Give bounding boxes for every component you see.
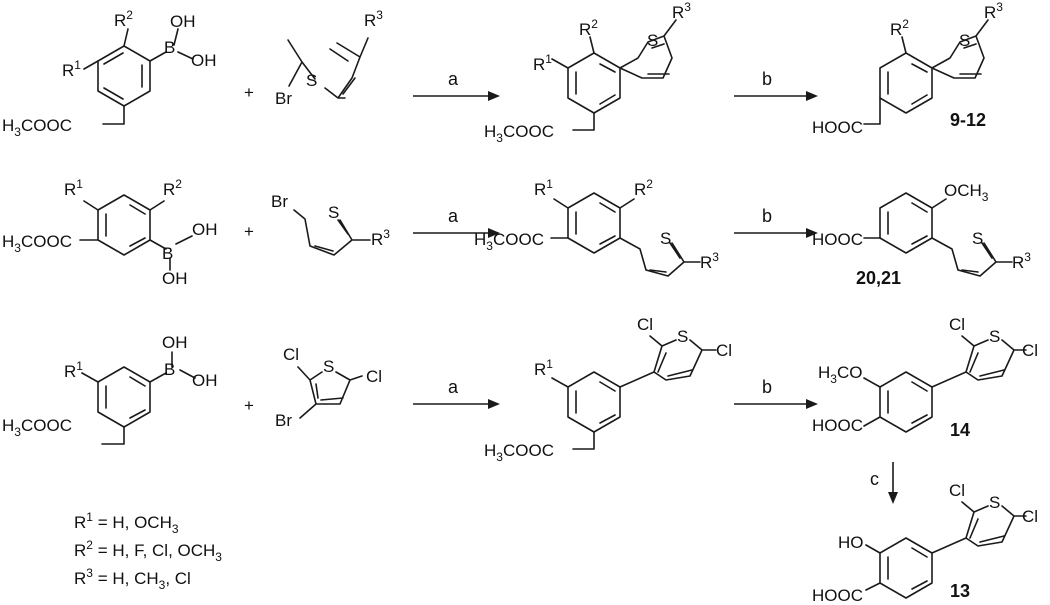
condition-a: a [448,206,459,226]
row2-coupled-ester: R1 R2 S R3 H3COOC [474,177,719,277]
r2-label: R2 [163,177,182,199]
bromine-label: Br [271,192,288,211]
oh-label: OH [191,51,217,70]
row1-coupled-ester: R2 R1 S R3 H3COOC [484,0,691,145]
boron-label: B [162,244,173,263]
sulfur-label: S [972,229,983,248]
compound-label: 9-12 [950,110,986,130]
row3-coupled-ester: R1 Cl S Cl H3COOC [484,315,732,464]
row4-acid-product-13: HO Cl S Cl HOOC 13 [812,481,1038,605]
row2-bromothiophene: Br S R3 [271,192,390,256]
boron-label: B [164,38,175,57]
row1-bromothiophene: S Br R3 [275,8,383,108]
chlorine-label: Cl [1022,341,1038,360]
oh-label: OH [192,220,218,239]
condition-a: a [448,377,459,397]
oh-label: OH [162,269,188,288]
sulfur-label: S [660,229,671,248]
arrow-c: c [870,462,898,504]
chlorine-label: Cl [283,345,299,364]
chlorine-label: Cl [716,341,732,360]
r1-label: R1 [64,177,83,199]
ester-label: H3COOC [474,230,544,253]
r1-label: R1 [534,177,553,199]
plus-sign: + [244,222,254,241]
ester-label: H3COOC [2,232,72,255]
ester-label: H3COOC [2,416,72,439]
sulfur-label: S [677,327,688,346]
condition-b: b [762,69,772,89]
row2-acid-product: OCH3 S R3 HOOC 20,21 [812,181,1031,288]
row1-boronic-acid: R2 R1 B OH OH H3COOC [2,8,217,139]
r1-label: R1 [533,52,552,74]
row2-boronic-acid: R1 R2 B OH OH H3COOC [2,177,218,288]
row1-acid-product: R2 S R3 HOOC 9-12 [812,0,1003,137]
bromine-label: Br [275,411,292,430]
arrow-a-row2: a [413,206,500,238]
r3-label: R3 [364,8,383,30]
r3-label: R3 [700,250,719,272]
r2-label: R2 [114,8,133,30]
ester-label: H3COOC [484,441,554,464]
compound-label: 13 [950,581,970,601]
oh-label: OH [192,371,218,390]
r1-label: R1 [64,359,83,381]
arrow-b-row2: b [734,206,818,238]
arrow-b-row3: b [734,377,818,409]
chlorine-label: Cl [949,481,965,500]
ester-label: H3COOC [2,116,72,139]
plus-sign: + [244,83,254,102]
acid-label: HOOC [812,230,863,249]
boron-label: B [164,360,175,379]
sulfur-label: S [989,327,1000,346]
r3-label: R3 [1012,250,1031,272]
chlorine-label: Cl [1022,507,1038,526]
methoxy-label: H3CO [818,363,862,386]
row3-boronic-acid: R1 B OH OH H3COOC [2,333,218,445]
compound-label: 20,21 [856,268,901,288]
bromine-label: Br [275,89,292,108]
row3-acid-product-14: H3CO Cl S Cl HOOC 14 [812,315,1038,440]
sulfur-label: S [647,31,658,50]
chlorine-label: Cl [637,315,653,334]
arrow-b-row1: b [734,69,818,101]
r2-label: R2 [634,177,653,199]
row3-bromodichlorothiophene: Cl S Cl Br [275,345,382,430]
chlorine-label: Cl [366,367,382,386]
compound-label: 14 [950,420,970,440]
acid-label: HOOC [812,586,863,605]
condition-a: a [448,69,459,89]
r1-label: R1 [62,58,81,80]
sulfur-label: S [959,31,970,50]
oh-label: OH [170,12,196,31]
r3-label: R3 [984,0,1003,22]
legend-r3: R3 = H, CH3, Cl [74,566,191,592]
r3-label: R3 [672,0,691,22]
r2-label: R2 [890,17,909,39]
arrow-a-row1: a [413,69,500,101]
sulfur-label: S [989,493,1000,512]
sulfur-label: S [323,357,334,376]
condition-c: c [870,469,879,489]
sulfur-label: S [306,71,317,90]
acid-label: HOOC [812,118,863,137]
substituent-legend: R1 = H, OCH3 R2 = H, F, Cl, OCH3 R3 = H,… [74,510,222,592]
methoxy-label: OCH3 [944,181,989,204]
condition-b: b [762,206,772,226]
legend-r1: R1 = H, OCH3 [74,510,179,536]
sulfur-label: S [328,203,339,222]
acid-label: HOOC [812,416,863,435]
r2-label: R2 [579,17,598,39]
arrow-a-row3: a [413,377,500,409]
ester-label: H3COOC [484,122,554,145]
condition-b: b [762,377,772,397]
oh-label: OH [162,333,188,352]
r3-label: R3 [371,227,390,249]
legend-r2: R2 = H, F, Cl, OCH3 [74,538,222,564]
chlorine-label: Cl [949,315,965,334]
hydroxy-label: HO [838,533,864,552]
r1-label: R1 [534,357,553,379]
plus-sign: + [244,396,254,415]
